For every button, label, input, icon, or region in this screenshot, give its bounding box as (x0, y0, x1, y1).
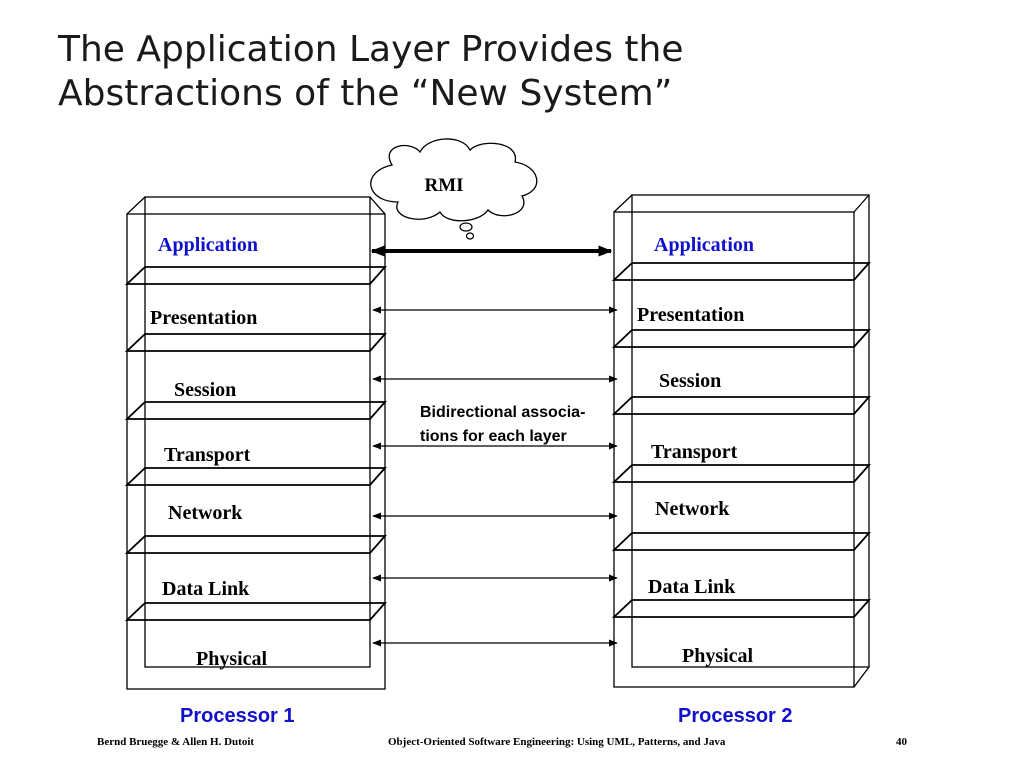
p2-layer-physical: Physical (682, 645, 754, 667)
processor-2-label: Processor 2 (678, 705, 793, 727)
slide-title-line-1: The Application Layer Provides the (58, 29, 684, 70)
p2-layer-application: Application (654, 234, 754, 256)
rmi-label: RMI (424, 175, 463, 196)
note-line-2: tions for each layer (420, 428, 567, 445)
p2-layer-transport: Transport (651, 441, 738, 463)
rmi-cloud: RMI (370, 138, 538, 240)
footer-book-title: Object-Oriented Software Engineering: Us… (388, 736, 726, 748)
p2-layer-data-link: Data Link (648, 576, 736, 598)
p1-layer-network: Network (168, 502, 243, 524)
slide-title-line-2: Abstractions of the “New System” (58, 73, 673, 114)
p1-layer-physical: Physical (196, 648, 268, 670)
p2-layer-presentation: Presentation (637, 304, 744, 326)
p1-layer-session: Session (174, 379, 236, 401)
p1-layer-data-link: Data Link (162, 578, 250, 600)
slide-footer: Bernd Bruegge & Allen H. Dutoit Object-O… (0, 736, 1024, 756)
processor-2-stack: Application Presentation Session Transpo… (611, 194, 871, 688)
bidirectional-note: Bidirectional associa- tions for each la… (420, 404, 585, 445)
note-line-1: Bidirectional associa- (420, 404, 585, 421)
processor-1-label: Processor 1 (180, 705, 295, 727)
p2-layer-session: Session (659, 370, 721, 392)
p1-layer-application: Application (158, 234, 258, 256)
footer-authors: Bernd Bruegge & Allen H. Dutoit (97, 736, 255, 748)
footer-page-number: 40 (896, 736, 907, 748)
p1-layer-transport: Transport (164, 444, 251, 466)
p2-layer-network: Network (655, 498, 730, 520)
slide-title: The Application Layer Provides the Abstr… (58, 28, 958, 116)
p1-layer-presentation: Presentation (150, 307, 257, 329)
processor-1-stack: Application Presentation Session Transpo… (124, 196, 387, 690)
